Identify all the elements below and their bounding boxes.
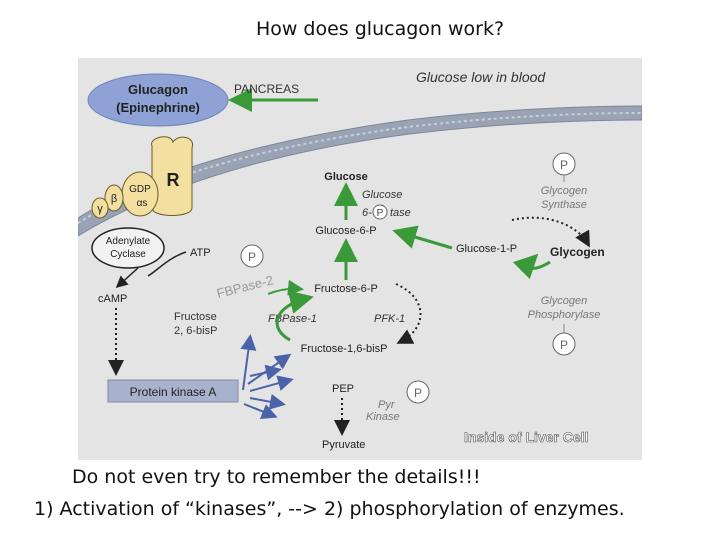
gdp-label: GDP [129,184,151,195]
adenylate-cyclase-label-1: Adenylate [106,236,151,247]
beta-label: β [111,193,117,205]
g6pase-label-1: Glucose [362,189,402,201]
g6pase-label-2a: 6- [362,207,372,219]
glycogen-synthase-arrow [511,216,590,248]
protein-kinase-a-label: Protein kinase A [130,385,217,399]
gamma-label: γ [97,203,103,215]
pyr-kinase-label-2: Kinase [366,411,400,423]
protein-kinase-a-box [107,379,239,403]
fbpase1-label: FBPase-1 [268,313,317,325]
f26bp-label-2: 2, 6-bisP [174,325,217,337]
pyr-kinase-phosphate-icon [406,380,430,404]
svg-text:P: P [414,386,422,400]
glucose-low-label: Glucose low in blood [416,69,546,85]
inside-liver-label: Inside of Liver Cell [464,429,588,445]
glycogen-to-g1p-arrow [512,253,551,280]
hormone-label-1: Glucagon [128,82,188,97]
f26bp-label-1: Fructose [174,311,217,323]
caption-line-2: 1) Activation of “kinases”, --> 2) phosp… [34,498,625,520]
glycogen-label: Glycogen [550,245,605,259]
glycogen-phos-label-2: Phosphorylase [528,309,601,321]
fbpase2-arrow [267,279,304,296]
pep-label: PEP [332,383,354,395]
pfk1-label: PFK-1 [374,313,405,325]
f16bp-label: Fructose-1,6-bisP [301,343,388,355]
atp-label: ATP [190,247,211,259]
f16bp-to-f6p-arrow [275,290,314,342]
svg-text:P: P [248,250,256,264]
svg-text:P: P [377,208,384,219]
g6pase-label-2b: tase [390,207,411,219]
glycogen-synthase-label-2: Synthase [541,199,587,211]
g6pase-phosphate-icon [372,204,388,220]
g-gamma-subunit [91,197,109,219]
pyruvate-label: Pyruvate [322,439,365,451]
glucagon-pathway-figure: Glucagon (Epinephrine) PANCREAS Glucose … [78,58,642,460]
adenylate-cyclase-oval [91,227,165,269]
adenylate-cyclase-label-2: Cyclase [110,249,146,260]
receptor-label: R [167,170,180,190]
atp-phosphate-icon [240,244,264,268]
f6p-label: Fructose-6-P [314,283,378,295]
slide-title: How does glucagon work? [255,18,505,40]
svg-text:P: P [560,158,568,172]
caption-line-1: Do not even try to remember the details!… [72,466,481,488]
g1p-to-g6p-arrow [392,225,453,250]
g1p-label: Glucose-1-P [456,243,517,255]
glycogen-phos-phosphate-icon [552,332,576,356]
g6p-top-label: Glucose-6-P [315,225,376,237]
pyr-kinase-label-1: Pyr [378,399,396,411]
alpha-s-label: αs [137,198,148,209]
glycogen-phos-label-1: Glycogen [541,295,587,307]
hormone-label-2: (Epinephrine) [116,100,200,115]
svg-text:P: P [560,338,568,352]
pancreas-label: PANCREAS [234,82,299,96]
g-beta-subunit [104,184,124,212]
glycogen-synthase-label-1: Glycogen [541,185,587,197]
receptor-shape [151,136,194,216]
glucose-label: Glucose [324,171,367,183]
camp-label: cAMP [98,293,127,305]
